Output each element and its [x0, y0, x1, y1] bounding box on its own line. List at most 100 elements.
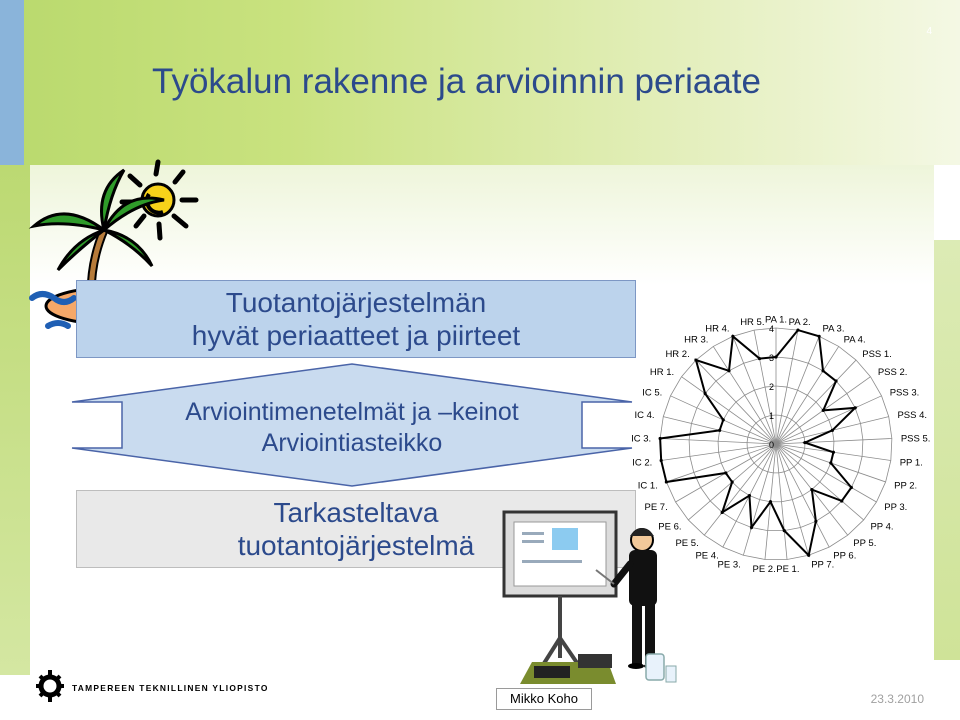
radar-point — [768, 500, 773, 504]
radar-tick-label: 0 — [769, 440, 774, 450]
radar-point — [731, 334, 735, 338]
principles-line-1: Tuotantojärjestelmän — [225, 287, 487, 318]
radar-category-label: PA 1. — [765, 315, 787, 326]
radar-category-label: HR 1. — [650, 367, 674, 378]
radar-spoke — [732, 336, 777, 445]
radar-point — [807, 553, 811, 557]
radar-category-label: PSS 1. — [862, 349, 892, 360]
methods-line-2: Arviointiasteikko — [261, 429, 443, 457]
radar-spoke — [695, 359, 777, 445]
radar-point — [747, 493, 752, 498]
radar-category-label: IC 1. — [638, 480, 658, 491]
radar-tick-label: 4 — [769, 324, 774, 334]
radar-spoke — [775, 443, 830, 548]
methods-text: Arviointimenetelmät ja –keinot Arviointi… — [66, 397, 638, 459]
radar-category-label: PSS 2. — [878, 367, 908, 378]
radar-point — [718, 428, 722, 432]
slide-title: Työkalun rakenne ja arvioinnin periaate — [152, 62, 761, 101]
radar-category-label: PP 1. — [900, 457, 923, 468]
radar-category-label: HR 3. — [684, 334, 708, 345]
radar-category-label: HR 5. — [740, 317, 764, 328]
radar-series-line — [659, 328, 858, 558]
radar-category-label: PA 3. — [822, 323, 844, 334]
radar-point — [817, 334, 821, 338]
radar-category-label: HR 4. — [705, 323, 729, 334]
radar-spoke — [775, 443, 788, 560]
radar-point — [831, 450, 836, 454]
radar-category-label: PP 7. — [811, 559, 834, 570]
radar-spoke — [681, 376, 777, 445]
right-green-bar — [934, 240, 960, 660]
radar-category-label: IC 4. — [634, 410, 654, 421]
radar-spoke — [742, 443, 777, 556]
radar-point — [757, 356, 762, 361]
radar-spoke — [775, 330, 799, 445]
radar-category-label: IC 5. — [642, 388, 662, 399]
radar-point — [796, 328, 800, 332]
radar-category-label: PA 4. — [844, 334, 866, 345]
radar-spoke — [775, 336, 820, 445]
logo-text: TAMPEREEN TEKNILLINEN YLIOPISTO — [72, 683, 269, 693]
radar-point — [749, 525, 754, 530]
radar-point — [664, 480, 668, 484]
radar-tick-label: 1 — [769, 411, 774, 421]
double-arrow-shape — [71, 363, 633, 487]
radar-point — [703, 391, 707, 396]
university-logo: TAMPEREEN TEKNILLINEN YLIOPISTO — [36, 670, 269, 702]
radar-category-label: IC 2. — [632, 457, 652, 468]
radar-spoke — [753, 330, 777, 445]
radar-category-label: PSS 3. — [890, 388, 920, 399]
radar-category-label: PE 5. — [675, 538, 698, 549]
radar-spoke — [703, 443, 777, 536]
radar-point — [727, 369, 731, 373]
radar-category-label: PP 2. — [894, 480, 917, 491]
radar-grid-ring — [717, 385, 835, 503]
radar-grid-ring — [659, 327, 893, 560]
radar-point — [694, 358, 698, 362]
radar-point — [810, 487, 814, 492]
radar-category-label: PE 1. — [776, 564, 799, 575]
radar-tick-label: 2 — [769, 382, 774, 392]
radar-point — [782, 529, 786, 533]
gear-logo-icon — [36, 670, 64, 702]
radar-spoke — [660, 438, 777, 445]
radar-spoke — [775, 443, 810, 556]
radar-spoke — [775, 395, 882, 445]
radar-grid-ring — [746, 414, 806, 474]
principles-box: Tuotantojärjestelmän hyvät periaatteet j… — [76, 280, 636, 358]
radar-spoke — [666, 443, 777, 483]
radar-point — [724, 471, 728, 475]
radar-category-label: IC 3. — [631, 434, 651, 445]
radar-spoke — [775, 346, 840, 445]
header-background — [0, 0, 960, 165]
radar-category-label: PP 3. — [884, 502, 907, 513]
radar-category-label: PP 5. — [853, 538, 876, 549]
date-label: 23.3.2010 — [870, 692, 924, 706]
radar-point — [853, 406, 857, 410]
radar-point — [830, 428, 834, 432]
slide-number: 4 — [926, 26, 932, 37]
radar-category-label: PE 6. — [658, 521, 681, 532]
radar-spoke — [775, 443, 864, 521]
radar-point — [840, 499, 844, 503]
radar-point — [774, 355, 778, 359]
radar-point — [720, 510, 724, 514]
radar-point — [659, 458, 663, 463]
radar-point — [803, 441, 807, 445]
radar-category-label: PP 4. — [870, 521, 893, 532]
radar-spoke — [712, 346, 777, 445]
author-label: Mikko Koho — [496, 688, 592, 710]
radar-category-label: PSS 4. — [897, 410, 927, 421]
radar-category-label: PP 6. — [833, 551, 856, 562]
radar-spoke — [775, 359, 857, 445]
radar-spoke — [661, 443, 777, 461]
left-blue-bar — [0, 0, 24, 165]
radar-grid-ring — [688, 356, 864, 532]
radar-category-label: PE 7. — [644, 502, 667, 513]
left-green-bar — [0, 165, 30, 675]
radar-point — [721, 418, 725, 422]
radar-spoke — [775, 443, 877, 503]
radar-spoke — [775, 438, 892, 445]
radar-point — [658, 436, 662, 441]
